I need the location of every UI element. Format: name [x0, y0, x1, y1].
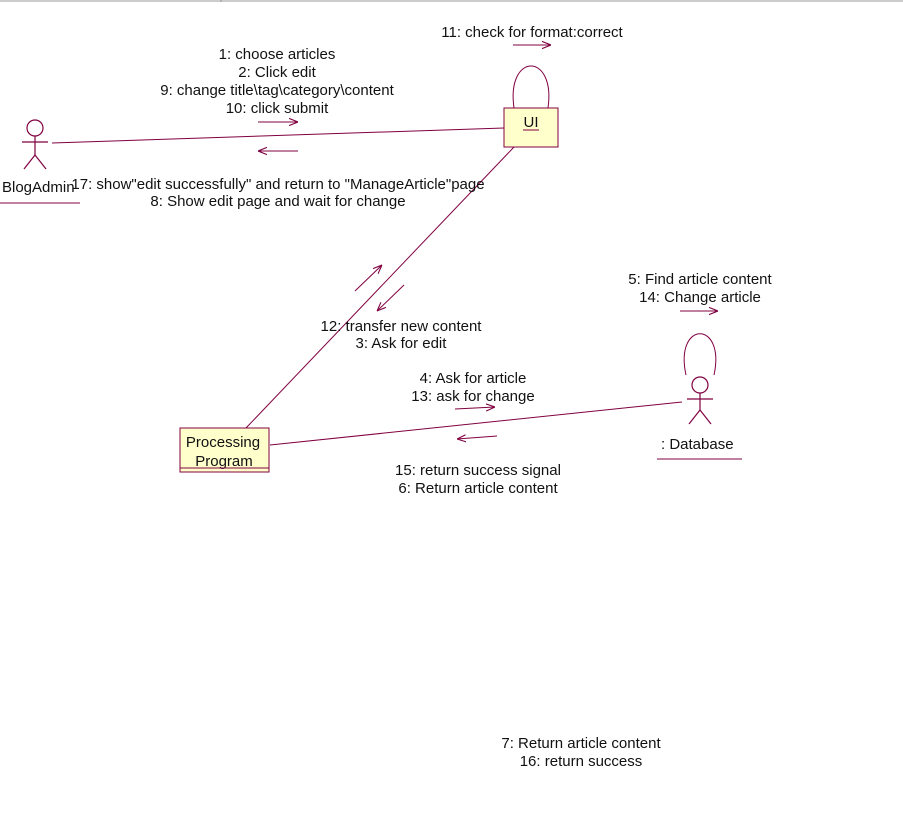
ui-object-label: UI — [524, 114, 539, 131]
link-ui-processing[interactable] — [245, 146, 515, 429]
msg-4: 4: Ask for article — [420, 370, 527, 387]
database-actor-icon[interactable] — [687, 376, 713, 425]
processing-program-object[interactable]: Processing Program — [179, 427, 270, 473]
msg-7: 7: Return article content — [501, 735, 661, 752]
msg-database-to-processing: 15: return success signal 6: Return arti… — [395, 462, 561, 497]
msg-6: 6: Return article content — [398, 480, 558, 497]
arrow-database-to-processing — [457, 436, 498, 439]
msg-bottom: 7: Return article content 16: return suc… — [501, 735, 661, 770]
msg-2: 2: Click edit — [238, 64, 316, 81]
arrow-processing-to-database — [454, 407, 495, 409]
link-processing-database[interactable] — [269, 401, 683, 446]
blogadmin-label: BlogAdmin — [2, 179, 75, 196]
msg-8: 8: Show edit page and wait for change — [150, 193, 405, 210]
msg-processing-to-database: 4: Ask for article 13: ask for change — [411, 370, 534, 405]
msg-13: 13: ask for change — [411, 388, 534, 405]
msg-1: 1: choose articles — [219, 46, 336, 63]
msg-admin-to-ui: 1: choose articles 2: Click edit 9: chan… — [160, 46, 394, 117]
msg-ui-processing: 12: transfer new content 3: Ask for edit — [321, 318, 483, 352]
ui-self-loop[interactable] — [512, 65, 550, 109]
msg-9: 9: change title\tag\category\content — [160, 82, 394, 99]
blogadmin-actor-icon[interactable] — [22, 119, 48, 170]
database-label: : Database — [661, 436, 734, 453]
msg-ui-to-admin: 17: show"edit successfully" and return t… — [71, 176, 484, 210]
msg-3: 3: Ask for edit — [356, 335, 448, 352]
arrow-ui-to-processing — [377, 284, 405, 311]
link-admin-ui[interactable] — [51, 127, 505, 144]
msg-5: 5: Find article content — [628, 271, 772, 288]
msg-14: 14: Change article — [639, 289, 761, 306]
arrow-processing-to-ui — [354, 265, 382, 292]
msg-database-self: 5: Find article content 14: Change artic… — [628, 271, 772, 306]
msg-12: 12: transfer new content — [321, 318, 483, 335]
msg-10: 10: click submit — [226, 100, 329, 117]
msg-11: 11: check for format:correct — [441, 24, 623, 41]
msg-17: 17: show"edit successfully" and return t… — [71, 176, 484, 193]
processing-program-label-line1: Processing — [186, 434, 260, 451]
msg-15: 15: return success signal — [395, 462, 561, 479]
database-self-loop[interactable] — [683, 333, 717, 376]
ui-object[interactable]: UI — [503, 107, 559, 148]
processing-program-label-line2: Program — [195, 453, 253, 470]
msg-16: 16: return success — [520, 753, 643, 770]
